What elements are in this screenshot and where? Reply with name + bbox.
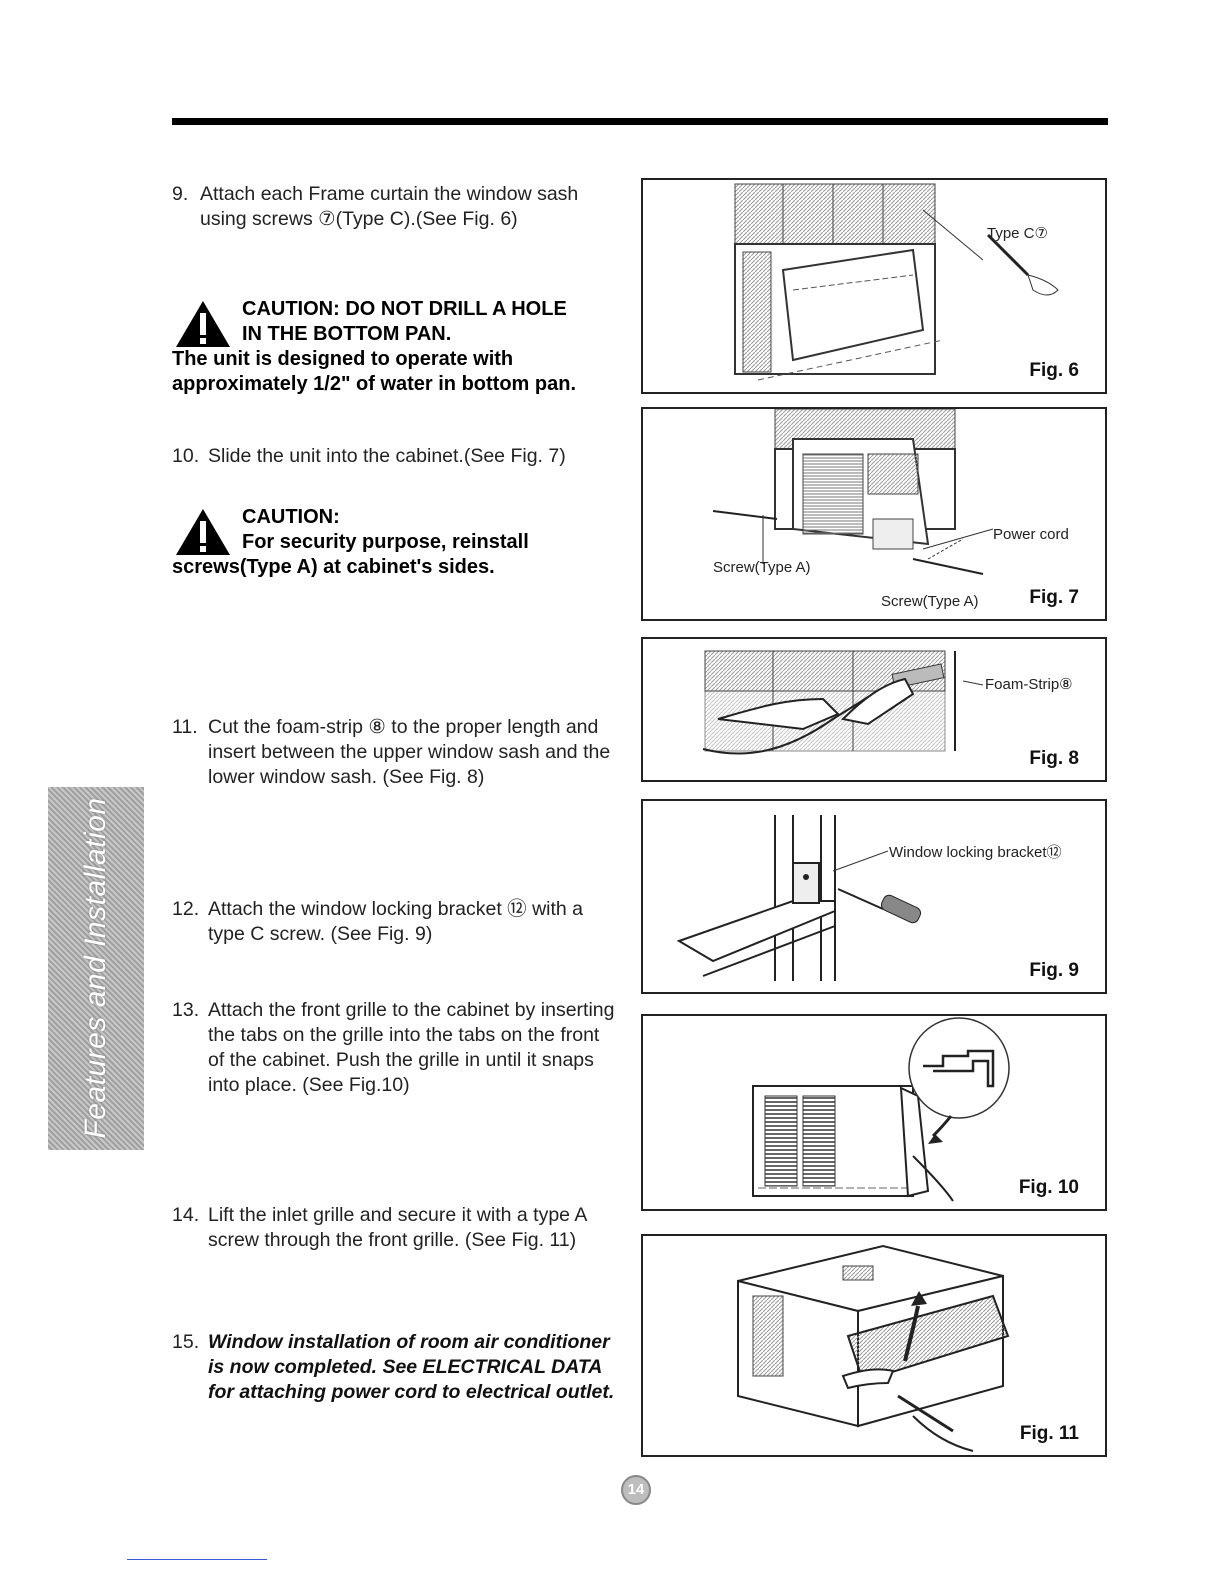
caution-body: screws(Type A) at cabinet's sides.	[172, 556, 495, 578]
step-13: 13. Attach the front grille to the cabin…	[172, 998, 617, 1098]
header-rule	[172, 118, 1108, 125]
figure-6: Type C⑦ Fig. 6	[641, 178, 1107, 394]
step-text: Cut the foam-strip ⑧ to the proper lengt…	[208, 716, 611, 788]
callout-foam-strip: Foam-Strip⑧	[985, 676, 1073, 693]
step-15: 15. Window installation of room air cond…	[172, 1330, 617, 1405]
step-10: 10. Slide the unit into the cabinet.(See…	[172, 444, 617, 469]
figure-8: Foam-Strip⑧ Fig. 8	[641, 637, 1107, 782]
figure-label: Fig. 11	[1019, 1423, 1079, 1444]
step-number: 13.	[172, 999, 200, 1021]
figure-label: Fig. 6	[1029, 360, 1079, 381]
callout-power-cord: Power cord	[993, 526, 1069, 543]
caution-subtitle: For security purpose, reinstall	[242, 531, 529, 553]
step-number: 14.	[172, 1204, 200, 1226]
callout-type-c-screw: Type C⑦	[987, 225, 1048, 242]
step-text: Window installation of room air conditio…	[208, 1331, 615, 1403]
figure-7: Power cord Screw(Type A) Screw(Type A) F…	[641, 407, 1107, 621]
foam-strip-illustration	[702, 650, 984, 755]
front-grille-illustration	[752, 1017, 1010, 1202]
step-number: 11.	[172, 716, 198, 738]
page-number: 14	[621, 1475, 651, 1505]
figure-label: Fig. 9	[1029, 960, 1079, 981]
caution-title: CAUTION: DO NOT DRILL A HOLE	[242, 298, 567, 320]
figure-9: Window locking bracket⑫ Fig. 9	[641, 799, 1107, 994]
figure-11: Fig. 11	[641, 1234, 1107, 1457]
figure-10: Fig. 10	[641, 1014, 1107, 1211]
caution-subtitle: IN THE BOTTOM PAN.	[242, 323, 452, 345]
caution-title: CAUTION:	[242, 506, 340, 528]
caution-security: CAUTION: For security purpose, reinstall…	[172, 505, 632, 580]
step-number: 12.	[172, 898, 200, 920]
step-text: Lift the inlet grille and secure it with…	[208, 1204, 587, 1251]
step-number: 10.	[172, 445, 200, 467]
figure-label: Fig. 8	[1029, 748, 1079, 769]
callout-screw-left: Screw(Type A)	[713, 559, 811, 576]
warning-icon	[176, 301, 230, 347]
step-text: Slide the unit into the cabinet.(See Fig…	[208, 445, 566, 467]
caution-body: The unit is designed to operate with app…	[172, 348, 576, 395]
step-number: 15.	[172, 1331, 200, 1353]
callout-locking-bracket: Window locking bracket⑫	[889, 844, 1062, 861]
section-side-tab: Features and Installation	[48, 787, 144, 1150]
step-11: 11. Cut the foam-strip ⑧ to the proper l…	[172, 715, 617, 790]
footer-rule	[127, 1559, 267, 1560]
step-9: 9. Attach each Frame curtain the window …	[172, 182, 617, 232]
warning-icon	[176, 509, 230, 555]
step-14: 14. Lift the inlet grille and secure it …	[172, 1203, 617, 1253]
figure-label: Fig. 7	[1029, 587, 1079, 608]
step-text: Attach the window locking bracket ⑫ with…	[208, 898, 584, 945]
unit-in-cabinet-illustration	[712, 409, 994, 575]
caution-bottom-pan: CAUTION: DO NOT DRILL A HOLE IN THE BOTT…	[172, 297, 632, 397]
section-side-tab-label: Features and Installation	[79, 797, 112, 1139]
window-frame-illustration	[734, 183, 1059, 381]
inlet-grille-illustration	[737, 1244, 1010, 1452]
figure-label: Fig. 10	[1018, 1177, 1079, 1198]
step-12: 12. Attach the window locking bracket ⑫ …	[172, 897, 617, 947]
step-text: Attach the front grille to the cabinet b…	[208, 999, 615, 1096]
step-text: Attach each Frame curtain the window sas…	[200, 183, 579, 230]
step-number: 9.	[172, 183, 189, 205]
locking-bracket-illustration	[676, 815, 922, 981]
callout-screw-right: Screw(Type A)	[881, 593, 979, 610]
